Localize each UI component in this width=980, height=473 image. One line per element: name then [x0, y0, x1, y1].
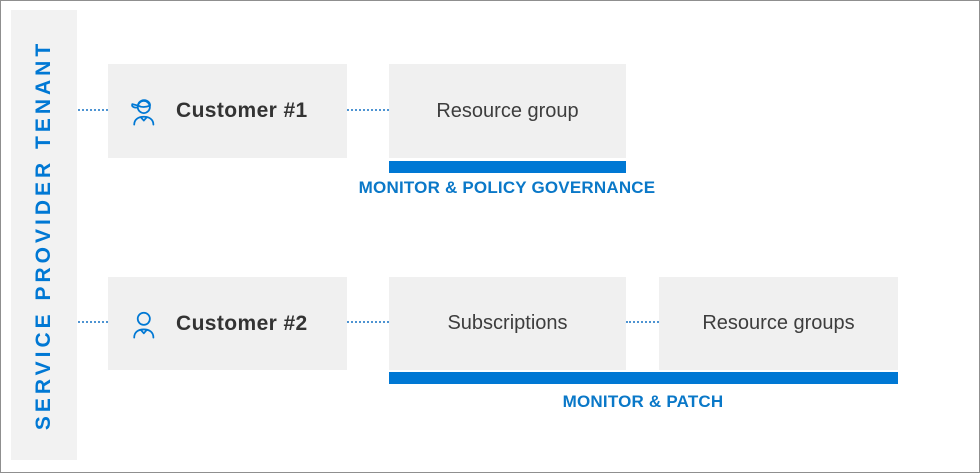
resource-group-box: Resource group [389, 64, 626, 158]
person-with-cap-icon [131, 99, 155, 126]
resource-groups-label: Resource groups [702, 312, 855, 334]
subscriptions-box: Subscriptions [389, 277, 626, 370]
customer1-box: Customer #1 [108, 64, 347, 158]
monitor-policy-governance-label: MONITOR & POLICY GOVERNANCE [358, 178, 656, 197]
customer2-box: Customer #2 [108, 277, 347, 370]
customer1-label: Customer #1 [176, 99, 308, 122]
connector-tenant-to-customer1 [78, 109, 108, 111]
monitor-patch-label: MONITOR & PATCH [562, 392, 724, 411]
monitor-policy-governance-bar [389, 161, 626, 173]
subscriptions-label: Subscriptions [447, 312, 568, 334]
customer2-label: Customer #2 [176, 311, 308, 335]
connector-subscriptions-to-resource-groups [626, 321, 659, 323]
service-provider-tenant-label: SERVICE PROVIDER TENANT [32, 39, 56, 431]
resource-groups-box: Resource groups [659, 277, 898, 370]
monitor-patch-bar [389, 372, 898, 384]
person-icon [133, 311, 155, 338]
connector-tenant-to-customer2 [78, 321, 108, 323]
connector-customer1-to-resource-group [347, 109, 389, 111]
service-provider-tenant-band: SERVICE PROVIDER TENANT [11, 10, 77, 460]
resource-group-label: Resource group [436, 99, 579, 122]
connector-customer2-to-subscriptions [347, 321, 389, 323]
